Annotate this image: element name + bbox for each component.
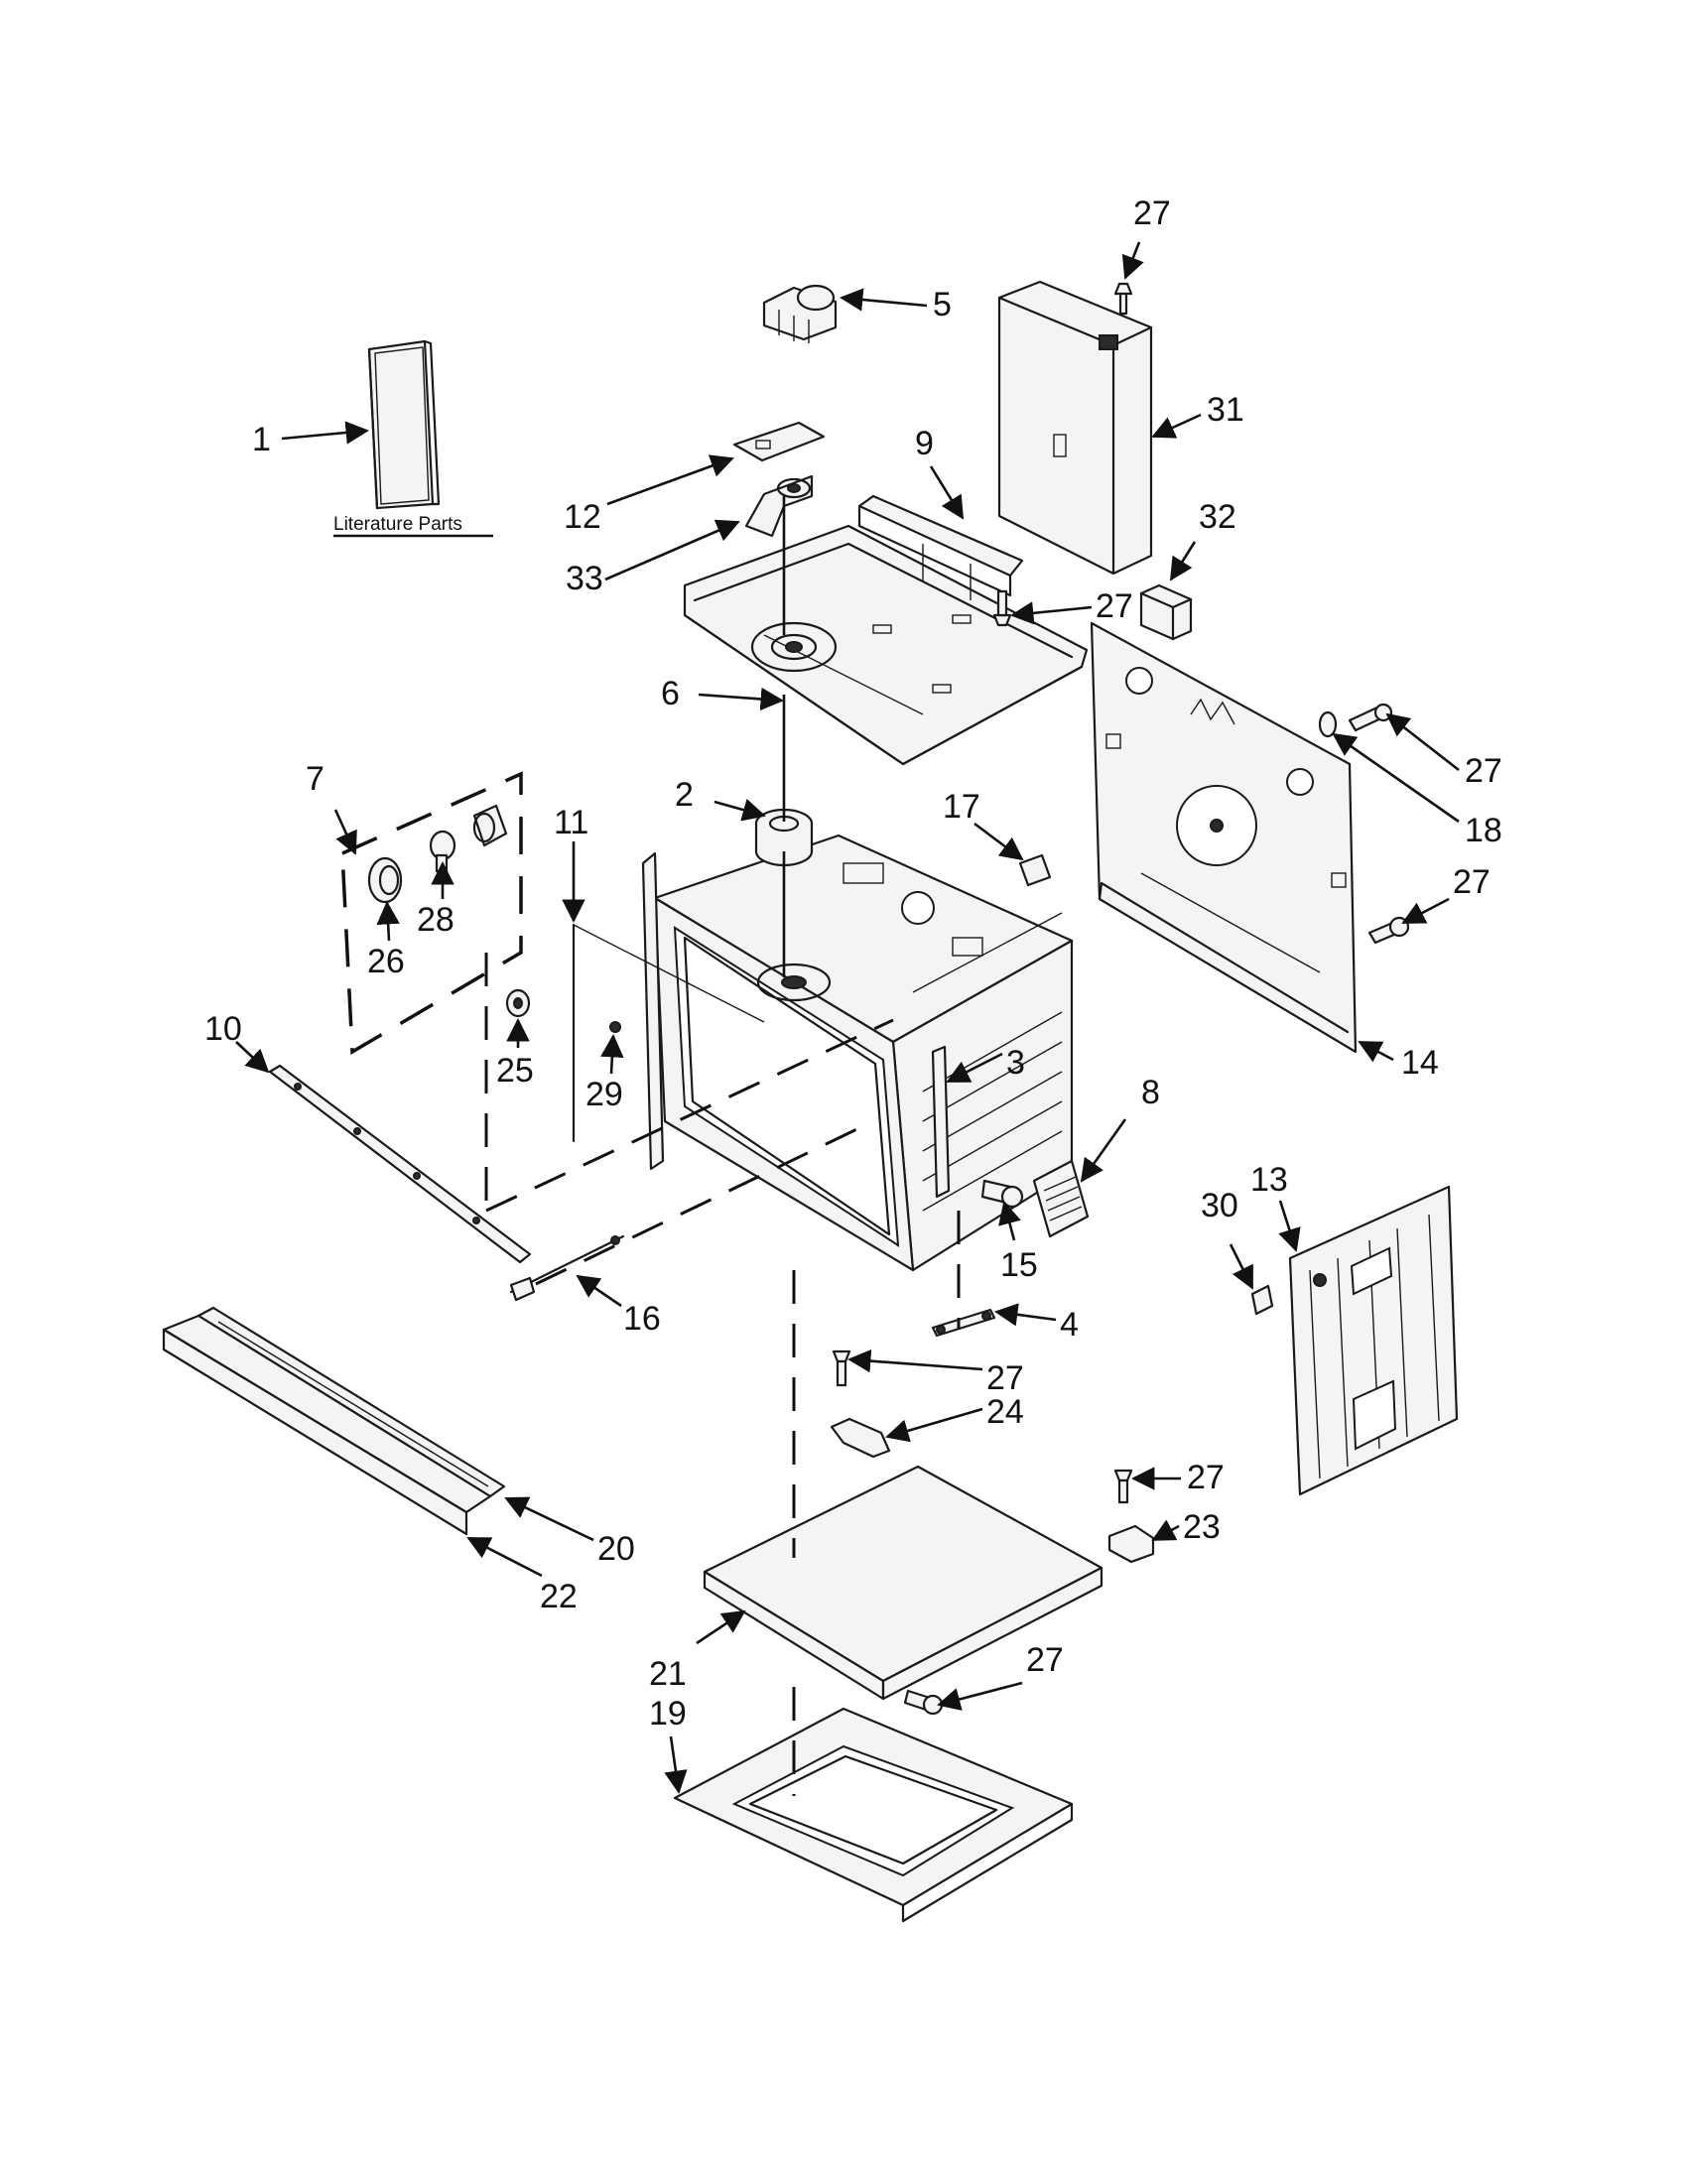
callout-16: 16 [623,1300,661,1338]
callout-20: 20 [597,1530,635,1568]
callout-18: 18 [1465,812,1502,849]
dash-front-1 [485,1018,894,1213]
bottom-trim-strip [268,1064,532,1264]
convection-fan-housing [754,808,814,867]
vent-cover [732,421,826,462]
callout-15: 15 [1000,1246,1038,1284]
screw-27-top [1113,282,1133,316]
knob-group-box [340,771,523,1055]
callout-23: 23 [1183,1508,1221,1546]
harness-wire [572,923,765,1143]
callout-27a: 27 [1133,194,1171,232]
screw-27-bracket-23 [1113,1469,1133,1504]
screw-27-bracket-24 [832,1349,851,1387]
callout-25: 25 [496,1052,534,1090]
callout-10: 10 [204,1010,242,1048]
knob-switch [472,804,508,847]
callout-22: 22 [540,1578,578,1615]
bracket-23 [1107,1524,1155,1564]
door-latch-rod [509,1234,625,1302]
leader-arrows [235,241,1460,1794]
callout-6: 6 [661,675,680,712]
callout-3: 3 [1006,1044,1025,1082]
callout-1: 1 [252,421,271,458]
callout-2: 2 [675,776,694,814]
bracket-24 [830,1417,891,1459]
callout-11: 11 [554,804,588,841]
plug-25 [505,988,531,1018]
literature-parts-caption: Literature Parts [333,514,462,535]
callout-27f: 27 [1187,1459,1225,1496]
vent-bracket [857,494,1024,600]
callout-24: 24 [986,1393,1024,1431]
screw-27-bottom [903,1689,944,1716]
callout-4: 4 [1060,1306,1079,1344]
callout-17: 17 [943,788,980,826]
clip-30 [1250,1284,1274,1316]
callout-26: 26 [367,943,405,980]
rear-cover-panel [997,280,1153,576]
side-trim-strip [931,1045,951,1199]
screw-27-top-plate [992,589,1012,627]
screw-27-rear-lower [1367,916,1410,945]
callout-32: 32 [1199,498,1236,536]
literature-parts-booklet [367,339,441,510]
callout-12: 12 [564,498,601,536]
callout-7: 7 [306,760,324,798]
callout-14: 14 [1401,1044,1439,1082]
washer-18 [1318,710,1338,738]
callout-8: 8 [1141,1074,1160,1111]
callout-27d: 27 [1453,863,1491,901]
dash-front-2 [535,1119,874,1286]
motor-assembly [762,284,838,343]
callout-28: 28 [417,901,454,939]
callout-27c: 27 [1465,752,1502,790]
oven-bottom-panel [703,1465,1103,1701]
screw-29 [609,1021,621,1033]
front-frame-upright [641,851,665,1171]
callout-9: 9 [915,425,934,462]
motor-mount-bracket [744,474,814,538]
callout-5: 5 [933,286,952,323]
callout-29: 29 [585,1076,623,1113]
knob-bezel [367,856,403,904]
oven-bottom-tray [673,1707,1074,1923]
callout-31: 31 [1207,391,1244,429]
lower-rail [162,1328,468,1536]
callout-21: 21 [649,1655,687,1693]
callout-27e: 27 [986,1359,1024,1397]
callout-33: 33 [566,560,603,597]
oven-rear-panel [1090,621,1358,1054]
callout-27b: 27 [1096,587,1133,625]
callout-27g: 27 [1026,1641,1064,1679]
screw-27-rear-upper [1348,703,1393,732]
front-rail [162,1306,506,1514]
side-panel [1288,1185,1459,1496]
bracket-17 [1018,853,1052,887]
callout-19: 19 [649,1695,687,1733]
junction-box [1139,583,1193,641]
oven-top-panel [683,524,1089,766]
oven-vent-grille [1032,1159,1090,1238]
callout-30: 30 [1201,1187,1238,1224]
callout-13: 13 [1250,1161,1288,1199]
sensor-bracket [931,1308,996,1338]
